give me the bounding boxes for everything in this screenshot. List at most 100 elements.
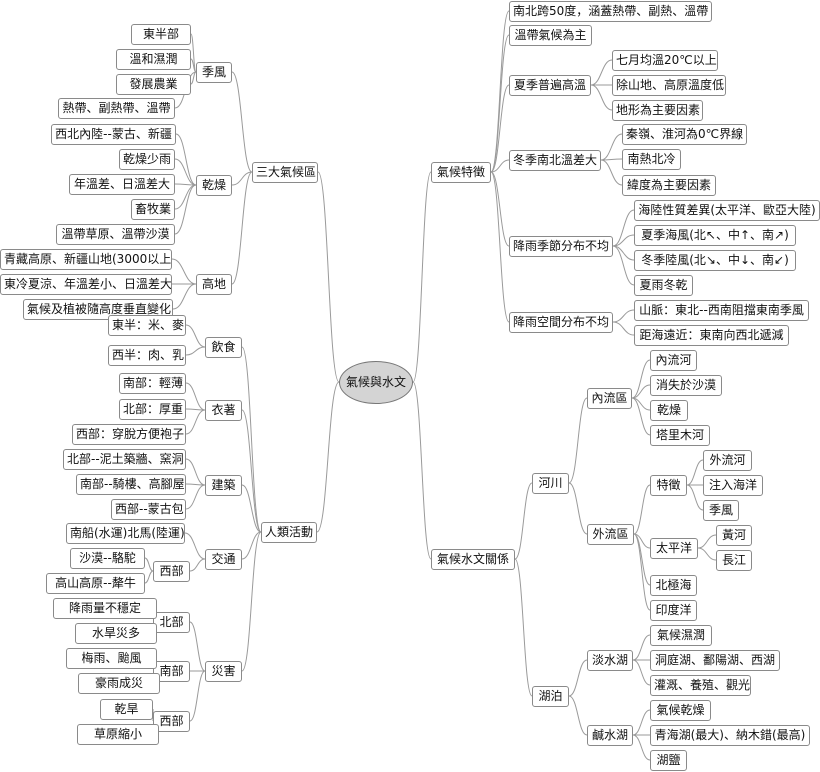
connector-line	[174, 158, 197, 186]
left-node-1-2-2: 西部--蒙古包	[111, 498, 186, 520]
right-node-1-0-1-1-0: 黃河	[716, 524, 752, 546]
connector-line	[241, 484, 262, 533]
connector-line	[241, 409, 262, 533]
connector-line	[568, 482, 588, 535]
connector-line	[632, 709, 651, 736]
right-node-1-1-1-1: 青海湖(最大)、納木錯(最高)	[650, 724, 810, 746]
left-node-0-1-4: 溫帶草原、溫帶沙漠	[56, 223, 175, 245]
connector-line	[632, 734, 651, 761]
connector-line	[631, 397, 651, 436]
connector-line	[241, 531, 262, 560]
right-node-0-2-2: 地形為主要因素	[612, 99, 703, 121]
connector-line	[412, 171, 432, 383]
left-node-0-1-2: 年溫差、日溫差大	[69, 173, 175, 195]
right-node-1-1-0: 淡水湖	[587, 649, 633, 671]
right-node-0-4-3: 夏雨冬乾	[634, 274, 693, 296]
connector-line	[590, 59, 613, 86]
left-node-0-1-3: 畜牧業	[131, 198, 175, 220]
right-node-1-0-1: 外流區	[587, 523, 634, 545]
left-node-0-2-0: 青藏高原、新疆山地(3000以上)	[0, 248, 172, 270]
left-node-1-4-0-1: 水旱災多	[75, 622, 157, 644]
left-node-0-0-2: 發展農業	[116, 73, 191, 95]
connector-line	[632, 659, 651, 686]
connector-line	[231, 71, 253, 173]
connector-line	[316, 381, 340, 533]
left-node-1-4-2: 西部	[153, 710, 190, 732]
connector-line	[231, 171, 253, 186]
connector-line	[600, 133, 623, 161]
connector-line	[189, 558, 206, 572]
left-node-1-2: 建築	[205, 474, 242, 496]
right-node-1-0-0: 內流區	[587, 387, 632, 409]
connector-line	[175, 133, 197, 186]
right-node-0-3: 冬季南北溫差大	[509, 149, 601, 171]
connector-line	[185, 484, 206, 510]
right-node-0-2: 夏季普遍高溫	[509, 74, 591, 96]
root-node: 氣候與水文	[339, 361, 413, 404]
left-node-1-3-1-0: 沙漠--駱駝	[70, 547, 145, 569]
right-node-0-1: 溫帶氣候為主	[509, 24, 592, 46]
right-node-1-0-1-3: 印度洋	[650, 599, 697, 621]
right-node-0-2-0: 七月均溫20℃以上	[612, 49, 718, 71]
left-node-1-4-0: 北部	[153, 611, 190, 633]
connector-line	[317, 171, 340, 383]
right-node-1-0-1-0-2: 季風	[703, 499, 739, 521]
connector-line	[185, 382, 206, 411]
right-node-1-0: 河川	[532, 472, 569, 494]
left-node-1-4-1-0: 梅雨、颱風	[66, 647, 157, 669]
connector-line	[189, 670, 206, 722]
right-node-1-0-0-1: 消失於沙漠	[650, 374, 722, 396]
left-node-1-1-1: 北部：厚重	[119, 398, 186, 420]
right-node-0-2-1: 除山地、高原溫度低	[612, 74, 726, 96]
connector-line	[612, 245, 635, 286]
connector-line	[185, 409, 206, 435]
right-node-0-4: 降雨季節分布不均	[509, 235, 613, 257]
connector-line	[633, 484, 651, 535]
connector-line	[241, 531, 262, 672]
connector-line	[490, 171, 510, 323]
connector-line	[490, 34, 510, 173]
left-node-0-1: 乾燥	[196, 174, 232, 196]
connector-line	[174, 184, 197, 235]
connector-line	[231, 171, 253, 285]
connector-line	[612, 245, 635, 261]
connector-line	[612, 234, 635, 247]
left-node-0: 三大氣候區	[252, 161, 318, 183]
connector-line	[612, 309, 635, 323]
right-node-0: 氣候特徵	[431, 161, 491, 183]
left-node-1-4-1-1: 豪雨成災	[78, 672, 160, 694]
left-node-1-0: 飲食	[205, 336, 242, 358]
connector-line	[631, 359, 651, 399]
right-node-0-4-0: 海陸性質差異(太平洋、歐亞大陸)	[634, 199, 820, 221]
left-node-1-4: 災害	[205, 660, 242, 682]
left-node-1-0-0: 東半：米、麥	[108, 314, 186, 336]
left-node-1-2-0: 北部--泥土築牆、窯洞	[63, 448, 186, 470]
right-node-1-0-0-3: 塔里木河	[650, 424, 710, 446]
left-node-0-2: 高地	[196, 273, 232, 295]
right-node-1-0-1-1: 太平洋	[650, 537, 698, 559]
left-node-0-2-1: 東冷夏涼、年溫差小、日溫差大	[0, 273, 172, 295]
connector-line	[412, 381, 432, 560]
right-node-0-3-2: 緯度為主要因素	[622, 174, 716, 196]
right-node-1-1-0-0: 氣候濕潤	[650, 624, 712, 646]
right-node-0-5: 降雨空間分布不均	[509, 311, 613, 333]
right-node-0-4-2: 冬季陸風(北↘、中↓、南↙)	[634, 249, 796, 271]
connector-line	[490, 10, 510, 173]
connector-line	[171, 258, 197, 285]
right-node-0-0: 南北跨50度，涵蓋熱帶、副熱、溫帶	[509, 0, 712, 22]
connector-line	[686, 459, 704, 486]
connector-line	[612, 321, 635, 336]
connector-line	[241, 346, 262, 533]
connector-line	[144, 570, 154, 584]
left-node-1-1-2: 西部：穿脫方便袍子	[72, 423, 186, 445]
connector-line	[600, 159, 623, 186]
connector-line	[612, 209, 635, 247]
right-node-1-1-1-2: 湖鹽	[650, 749, 687, 771]
connector-line	[144, 557, 154, 572]
right-node-1: 氣候水文關係	[431, 548, 515, 570]
left-node-1-3: 交通	[205, 548, 242, 570]
left-node-1-3-0: 南船(水運)北馬(陸運)	[66, 522, 185, 544]
right-node-1-0-0-2: 乾燥	[650, 399, 688, 421]
right-node-1-0-1-0-0: 外流河	[703, 449, 752, 471]
